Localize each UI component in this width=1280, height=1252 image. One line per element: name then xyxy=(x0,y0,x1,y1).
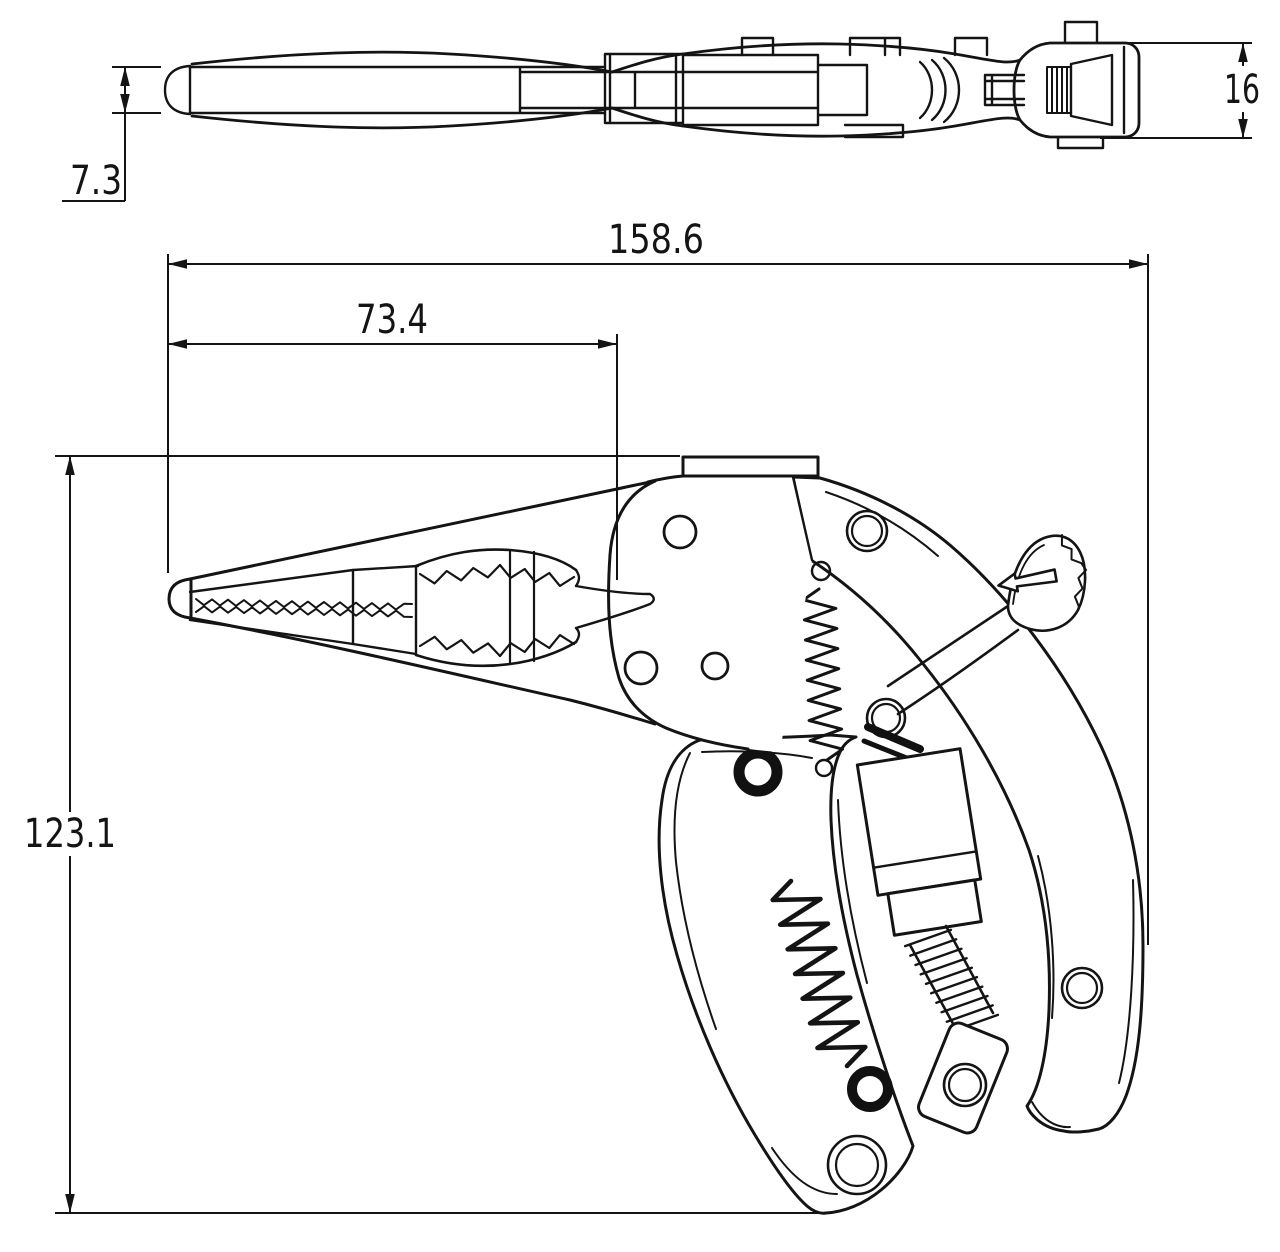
rear-handle-pivot-hole xyxy=(845,509,889,553)
dim-jaw-length-label: 73.4 xyxy=(356,297,428,343)
top-view-washer-arcs xyxy=(918,56,961,124)
rear-handle-flange-lines xyxy=(825,491,1135,1129)
jaw-pocket-top-arc xyxy=(414,548,578,572)
release-direction-arrow-icon xyxy=(997,568,1058,593)
jaw-fine-teeth-upper xyxy=(195,598,413,611)
top-view-outer-contour-right xyxy=(681,42,1022,138)
head-top-tab xyxy=(681,455,820,479)
top-view xyxy=(163,20,1141,150)
adjusting-screw-collar xyxy=(886,878,983,937)
rear-handle-outline xyxy=(791,475,1145,1134)
head-plate-back-edge xyxy=(791,475,814,562)
channel-lip-bars xyxy=(864,723,924,753)
jaw-big-teeth-top-1 xyxy=(418,563,502,585)
side-view xyxy=(167,455,1145,1215)
dim-body-width-label-bg xyxy=(1220,66,1266,112)
jaw-slot xyxy=(574,568,655,644)
screw-thread-lines xyxy=(903,928,1000,1033)
dim-tip-thickness-lines xyxy=(62,66,161,202)
dimension-annotations: 158.6 73.4 123.1 7.3 16 xyxy=(22,42,1266,1214)
trigger-end-hole xyxy=(826,1134,888,1196)
top-view-pivot-fork xyxy=(603,52,685,125)
jaw-segment-dividers xyxy=(351,564,418,657)
jaw-inner-bottom-line xyxy=(188,618,418,656)
jaw-fine-teeth-lower xyxy=(195,605,413,618)
jaw-inner-top-line xyxy=(188,564,420,594)
spring-bottom-pin xyxy=(814,758,834,778)
dim-tip-thickness-label: 7.3 xyxy=(70,158,122,204)
main-spring-coil xyxy=(802,587,844,762)
dim-overall-length-lines xyxy=(167,254,1149,945)
head-hole-lower-right xyxy=(700,651,730,681)
release-lever-arm xyxy=(886,604,1020,716)
top-view-jaw-edges xyxy=(188,65,607,115)
trigger-pivot-rivet xyxy=(733,747,783,797)
top-view-pivot-housing xyxy=(681,53,869,127)
dim-overall-height-label-bg xyxy=(22,812,118,856)
handle-spring-coil xyxy=(770,878,868,1069)
head-hole-upper xyxy=(662,514,698,550)
top-view-tip-cap xyxy=(163,64,192,116)
dim-overall-height-label: 123.1 xyxy=(24,811,116,857)
screw-link-hole xyxy=(942,1062,988,1108)
top-view-shaft-lines xyxy=(518,70,820,110)
release-lever-serration-2 xyxy=(1073,569,1087,608)
dim-overall-length-label: 158.6 xyxy=(608,217,704,263)
head-hole-lower-left xyxy=(623,650,659,686)
screw-link-block xyxy=(917,1021,1009,1135)
head-plate-front-edge xyxy=(607,479,750,751)
rear-handle-lower-hole xyxy=(1060,966,1104,1010)
top-view-knurled-screw-head xyxy=(1046,66,1072,114)
trigger-end-hole-inner xyxy=(834,1142,880,1188)
dim-body-width-label: 16 xyxy=(1224,67,1260,113)
trigger-handle-inner-lines xyxy=(673,750,868,1195)
jaw-lower-outline xyxy=(188,616,657,726)
top-view-outer-contour xyxy=(190,50,685,130)
trigger-lower-rivet xyxy=(847,1066,893,1112)
screw-link-hole-inner xyxy=(947,1067,983,1103)
jaw-tip-cap xyxy=(167,577,193,620)
top-view-rear-body xyxy=(1012,41,1141,139)
spring-top-hook xyxy=(810,560,832,582)
top-view-screw-shaft xyxy=(983,73,1026,107)
jaw-big-teeth-bottom-1 xyxy=(418,635,502,658)
jaw-pocket-dividers xyxy=(508,548,536,666)
top-view-tabs xyxy=(740,20,1105,150)
release-lever-pad-inner-line xyxy=(1012,544,1045,605)
head-plate-fill xyxy=(608,476,812,752)
top-view-flare xyxy=(1069,45,1126,135)
adjusting-screw-knob xyxy=(855,747,983,897)
rear-handle-lower-hole-inner xyxy=(1065,971,1099,1005)
adjusting-screw-knob-split xyxy=(872,850,978,869)
rear-handle-pivot-hole-inner xyxy=(850,514,884,548)
release-lever-serration xyxy=(1060,534,1087,571)
